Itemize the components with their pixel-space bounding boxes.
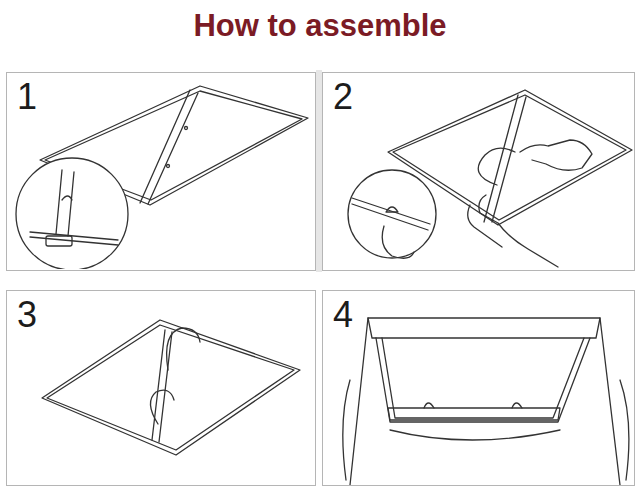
step-panel: 1 — [6, 72, 316, 271]
frame-installed — [343, 318, 629, 485]
step-panel: 2 — [322, 72, 635, 271]
page-title: How to assemble — [0, 8, 640, 44]
frame-hooks — [42, 320, 300, 455]
step-panel: 4 — [322, 290, 635, 486]
step-panel: 3 — [6, 290, 316, 486]
step-number: 2 — [333, 79, 353, 115]
frame-hands — [348, 90, 632, 267]
frame-flat — [16, 86, 308, 269]
step-number: 3 — [17, 297, 37, 333]
step-number: 4 — [333, 297, 353, 333]
step-number: 1 — [17, 79, 37, 115]
